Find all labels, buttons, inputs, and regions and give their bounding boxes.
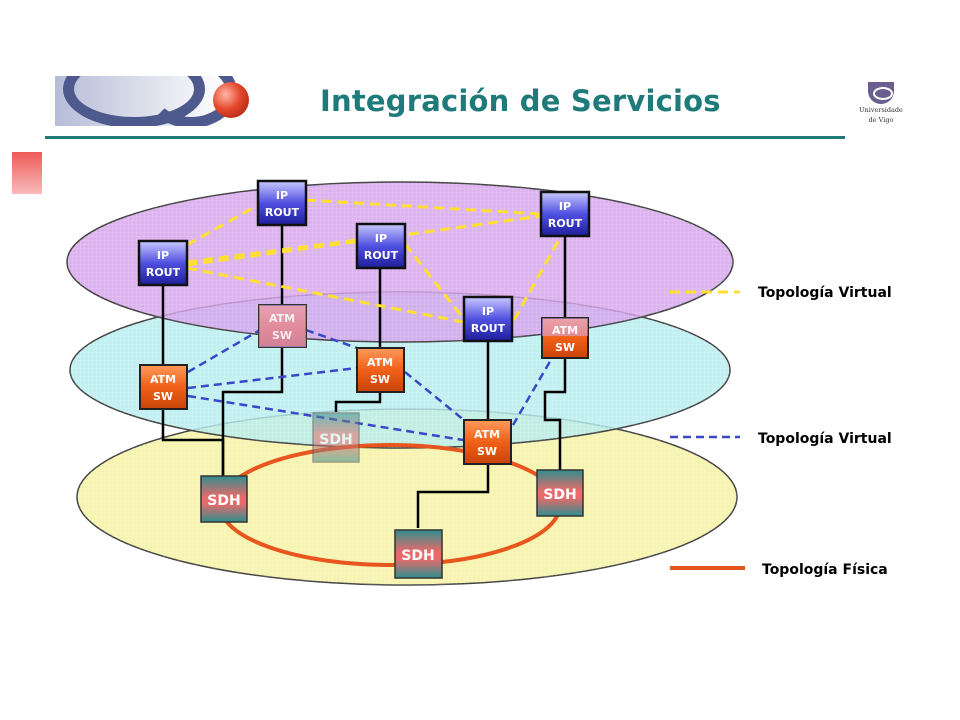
atm-faded-line2: SW (272, 329, 292, 342)
atm-lower-line1: ATM (474, 428, 500, 441)
bullet-accent (12, 152, 42, 194)
atm-lower-line2: SW (477, 445, 497, 458)
ip-router-lower: IP ROUT (462, 295, 514, 343)
atm-switch-lower: ATM SW (463, 419, 512, 465)
ip-right-line1: IP (559, 200, 571, 213)
sdh-bottom-label: SDH (401, 548, 434, 564)
ip-left-line1: IP (157, 249, 169, 262)
sdh-left-label: SDH (207, 493, 240, 509)
title-divider (45, 136, 845, 139)
atm-faded-line1: ATM (269, 312, 295, 325)
sdh-node-right: SDH (536, 469, 584, 517)
atm-switch-right: ATM SW (541, 317, 589, 359)
ip-router-top: IP ROUT (256, 179, 308, 227)
sdh-layer (76, 408, 738, 586)
university-name-line1: Universidade (859, 106, 903, 114)
ip-left-line2: ROUT (146, 266, 181, 279)
atm-left-line2: SW (153, 390, 173, 403)
sdh-faded-label: SDH (319, 432, 352, 448)
legend-physical: Topología Física (762, 562, 888, 578)
university-name-line2: de Vigo (868, 116, 894, 124)
atm-virtual-links (187, 328, 554, 442)
ip-lower-line1: IP (482, 305, 494, 318)
ip-right-line2: ROUT (548, 217, 583, 230)
inter-layer-links (161, 226, 567, 528)
sdh-node-faded: SDH (312, 412, 360, 463)
ip-top-line1: IP (276, 189, 288, 202)
atm-left-line1: ATM (150, 373, 176, 386)
ip-router-left: IP ROUT (137, 239, 189, 287)
institution-logo (55, 76, 275, 126)
legend-ip-virtual: Topología Virtual (758, 285, 892, 301)
atm-right-line1: ATM (552, 324, 578, 337)
sdh-node-bottom: SDH (394, 529, 443, 579)
ip-router-center: IP ROUT (355, 222, 407, 270)
ip-center-line2: ROUT (364, 249, 399, 262)
university-seal-icon (868, 82, 894, 104)
university-logo: Universidade de Vigo (846, 82, 916, 142)
atm-right-line2: SW (555, 341, 575, 354)
atm-switch-left: ATM SW (139, 364, 188, 410)
sdh-right-label: SDH (543, 487, 576, 503)
ip-top-line2: ROUT (265, 206, 300, 219)
sdh-node-left: SDH (200, 475, 248, 523)
atm-center-line1: ATM (367, 356, 393, 369)
legend-atm-virtual: Topología Virtual (758, 431, 892, 447)
ip-center-line1: IP (375, 232, 387, 245)
page-title: Integración de Servicios (320, 84, 721, 118)
atm-center-line2: SW (370, 373, 390, 386)
ip-lower-line2: ROUT (471, 322, 506, 335)
ip-router-right: IP ROUT (539, 190, 591, 238)
atm-switch-center: ATM SW (356, 347, 405, 393)
atm-switch-faded: ATM SW (258, 304, 307, 348)
legend: Topología Virtual Topología Virtual Topo… (670, 285, 892, 578)
